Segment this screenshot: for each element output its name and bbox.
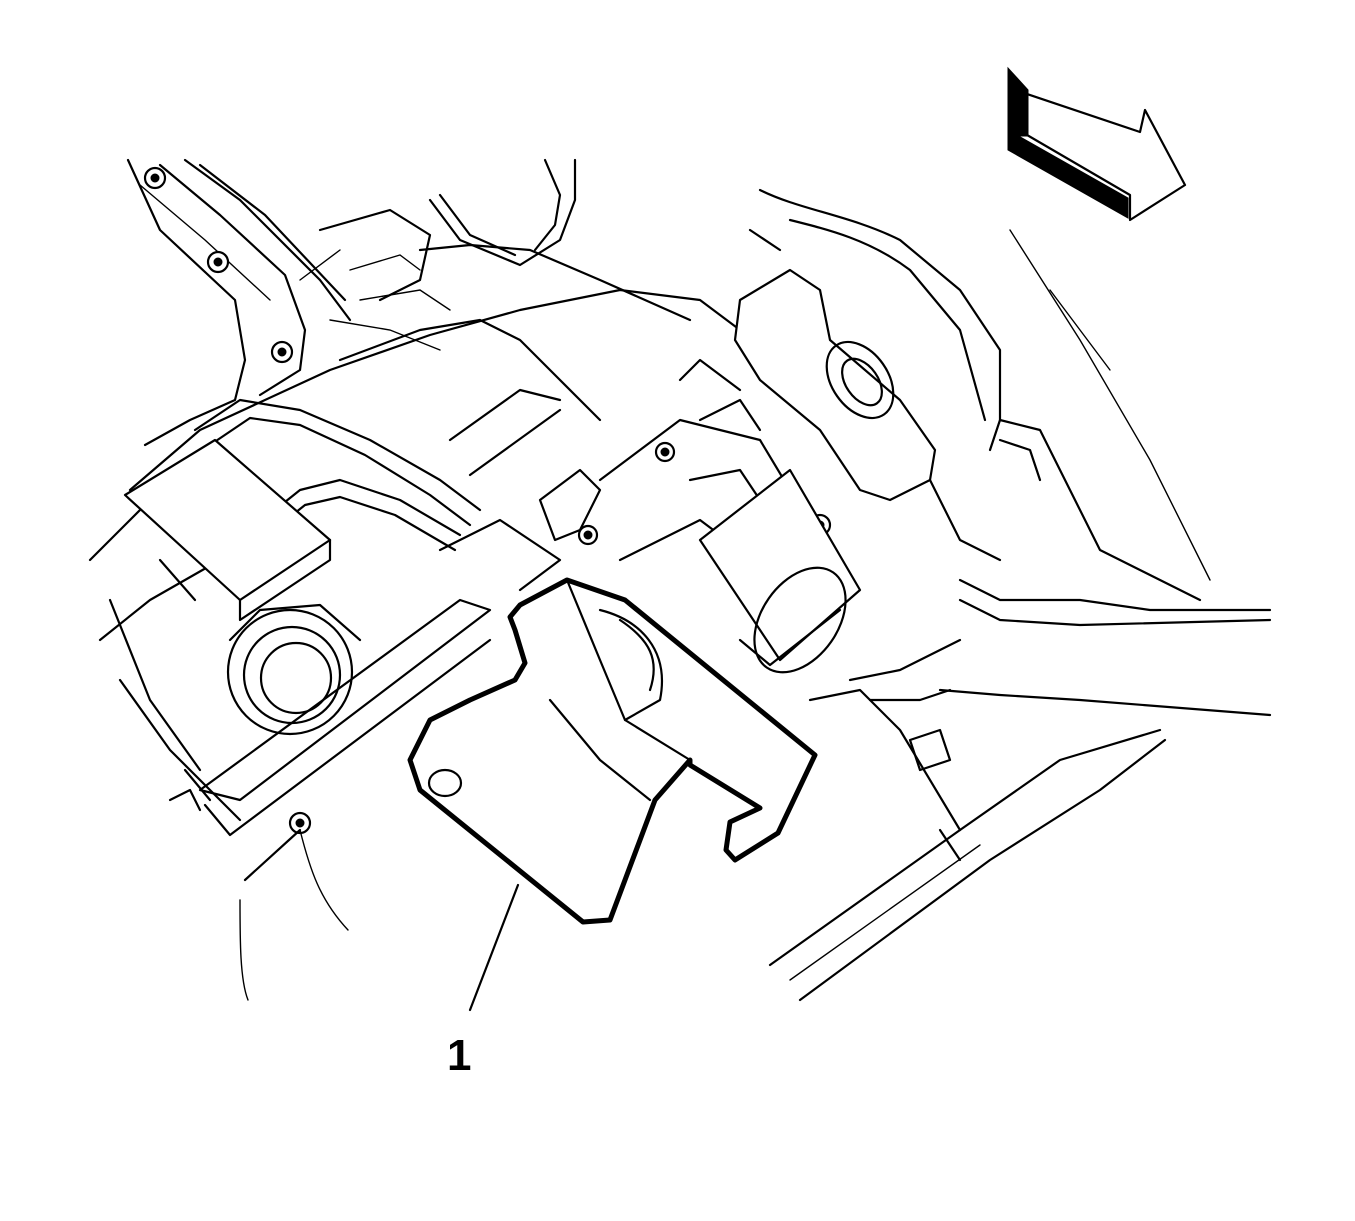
cylinder-housing [698, 468, 862, 674]
transmission-shield [407, 577, 818, 925]
floor-pan [768, 229, 1211, 1002]
left-frame-rail [126, 158, 352, 447]
callout-1: 1 [447, 883, 520, 1080]
callout-1-label: 1 [447, 1031, 471, 1080]
cooler-lines [193, 398, 482, 552]
transmission-housing [88, 158, 742, 822]
output-port [226, 603, 362, 736]
transmission-mount [733, 188, 1002, 562]
front-direction-arrow-icon [1007, 66, 1187, 222]
oil-pan-block [123, 438, 332, 622]
center-mount [438, 358, 792, 592]
lower-bracket [168, 598, 492, 1001]
crossmember [808, 418, 1272, 832]
